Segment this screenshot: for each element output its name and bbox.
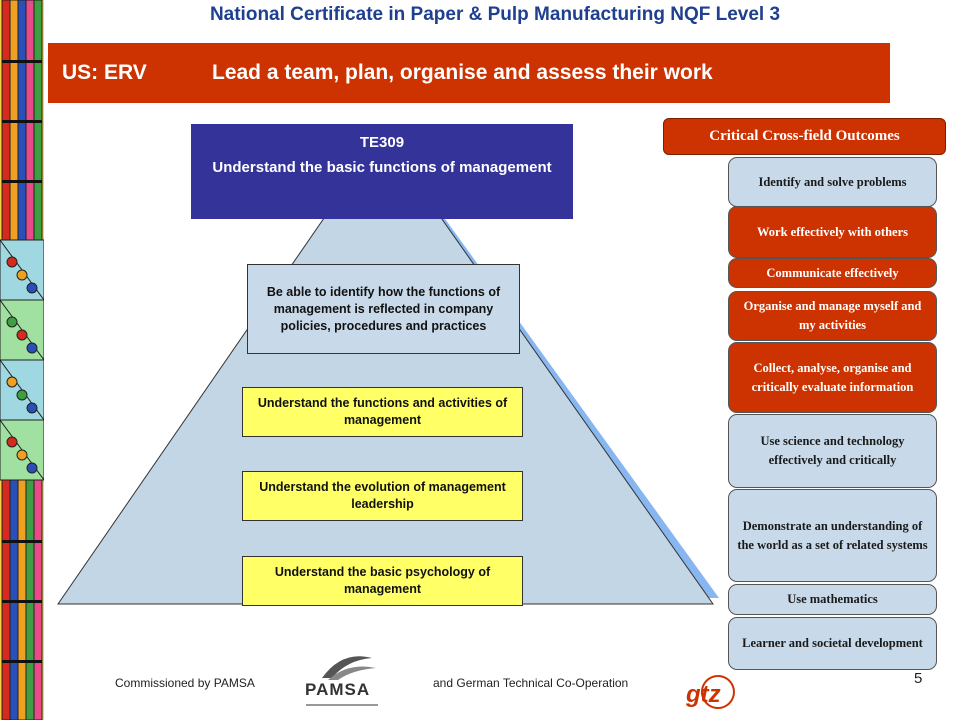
- gtz-logo-text: gtz: [685, 681, 721, 708]
- outcome-item: Work effectively with others: [728, 206, 937, 258]
- pyramid-top-box: TE309 Understand the basic functions of …: [191, 124, 573, 219]
- page-number: 5: [914, 670, 923, 687]
- unit-standard-code: US: ERV: [62, 61, 147, 84]
- outcomes-header: Critical Cross-field Outcomes: [663, 118, 946, 155]
- decorative-border: [0, 0, 44, 720]
- top-box-title: Understand the basic functions of manage…: [212, 159, 552, 176]
- outcome-item: Demonstrate an understanding of the worl…: [728, 489, 937, 582]
- pyramid-level-box: Be able to identify how the functions of…: [247, 264, 520, 354]
- top-box-code: TE309: [359, 134, 405, 151]
- pamsa-logo-text: PAMSA: [305, 680, 371, 699]
- pyramid-level-box: Understand the functions and activities …: [242, 387, 523, 437]
- outcome-item: Use science and technology effectively a…: [728, 414, 937, 488]
- outcome-item: Organise and manage myself and my activi…: [728, 291, 937, 341]
- page-title: National Certificate in Paper & Pulp Man…: [209, 4, 781, 25]
- cooperation-text: and German Technical Co-Operation: [433, 676, 629, 690]
- pamsa-logo-icon: [306, 656, 378, 706]
- outcome-item: Identify and solve problems: [728, 157, 937, 207]
- outcome-item: Communicate effectively: [728, 258, 937, 288]
- commissioned-by-text: Commissioned by PAMSA: [115, 676, 255, 690]
- outcome-item: Learner and societal development: [728, 617, 937, 670]
- pyramid-level-box: Understand the basic psychology of manag…: [242, 556, 523, 606]
- unit-standard-title: Lead a team, plan, organise and assess t…: [212, 61, 713, 84]
- gtz-logo-icon: gtz: [685, 675, 735, 709]
- unit-standard-banner: US: ERV Lead a team, plan, organise and …: [48, 43, 890, 103]
- pyramid-level-box: Understand the evolution of management l…: [242, 471, 523, 521]
- outcome-item: Use mathematics: [728, 584, 937, 615]
- outcome-item: Collect, analyse, organise and criticall…: [728, 342, 937, 413]
